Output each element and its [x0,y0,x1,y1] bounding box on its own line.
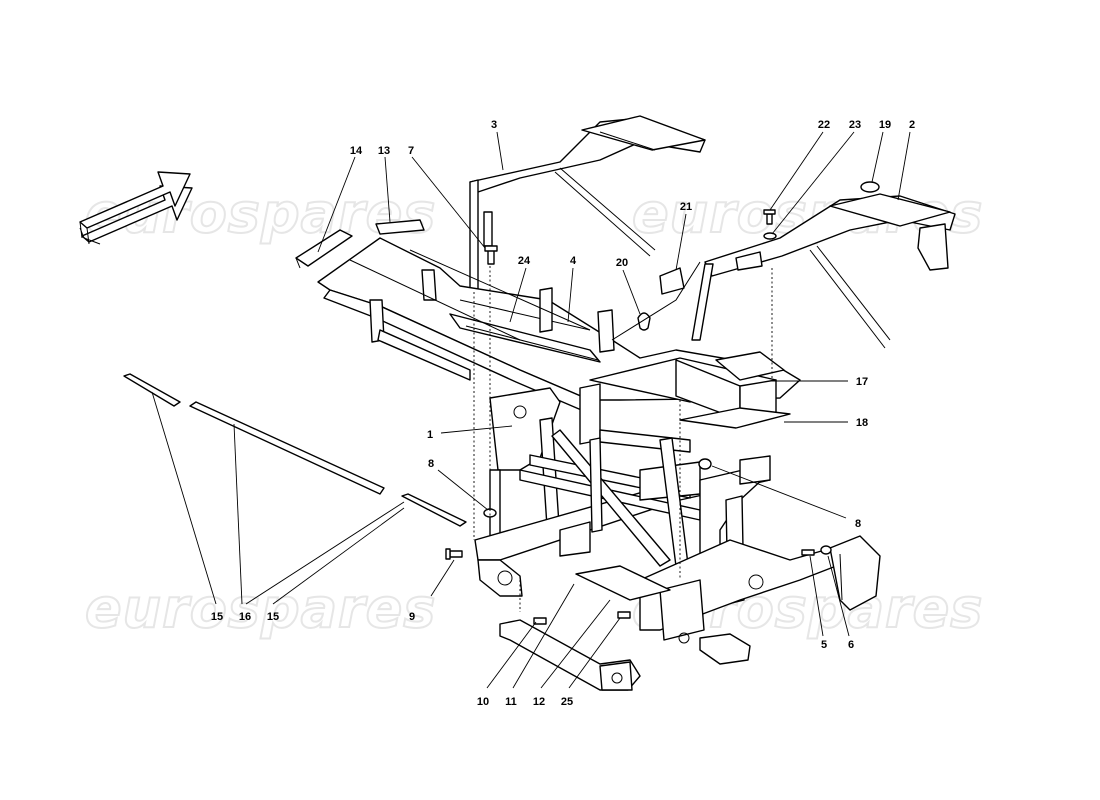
part-20-bump-stop [637,312,651,331]
part-2-upper-right-arm [691,193,956,349]
watermark-bottom-left: eurospares [85,577,436,640]
part-10-bolt [533,617,547,625]
leader-lines [151,131,911,689]
callout-2: 2 [909,119,915,131]
callout-22: 22 [818,119,830,131]
callout-1: 1 [427,429,433,441]
callout-21: 21 [680,201,692,213]
callout-9: 9 [409,611,415,623]
callout-13: 13 [378,145,390,157]
part-23-washer [763,232,777,240]
callout-labels: 1 2 3 4 5 6 7 8 8 9 10 11 12 13 14 15 15… [211,119,915,708]
callout-18: 18 [856,417,868,429]
callout-15b: 15 [267,611,279,623]
part-7-bolt [484,245,498,265]
callout-3: 3 [491,119,497,131]
callout-8a: 8 [428,458,434,470]
callout-12: 12 [533,696,545,708]
part-3-upper-left-arm [469,115,706,291]
callout-4: 4 [570,255,577,267]
part-15-strip-right [401,493,467,527]
callout-20: 20 [616,257,628,269]
part-4-upper-frame [317,237,801,445]
part-14-trim [295,229,353,269]
callout-15a: 15 [211,611,223,623]
callout-11: 11 [505,696,517,708]
part-11-lower-cross-member [499,565,671,691]
alignment-lines [473,266,773,612]
part-22-screw [763,209,776,225]
lower-side-brackets [699,633,751,665]
callout-16: 16 [239,611,251,623]
part-25-bolt [617,611,631,619]
callout-23: 23 [849,119,861,131]
part-13-pad [375,219,425,235]
part-15-strip-left [123,373,181,407]
part-21-bracket [659,267,685,295]
callout-10: 10 [477,696,489,708]
part-16-strip [189,401,385,495]
callout-7: 7 [408,145,414,157]
part-1-main-frame [474,387,863,644]
callout-5: 5 [821,639,827,651]
part-19-cap [860,181,880,193]
callout-25: 25 [561,696,573,708]
callout-14: 14 [350,145,363,157]
part-9-bolt [445,548,463,560]
callout-8b: 8 [855,518,861,530]
callout-19: 19 [879,119,891,131]
callout-6: 6 [848,639,854,651]
direction-arrow-icon [79,171,193,245]
callout-24: 24 [518,255,531,267]
watermark-top-left: eurospares [85,182,436,245]
callout-17: 17 [856,376,868,388]
